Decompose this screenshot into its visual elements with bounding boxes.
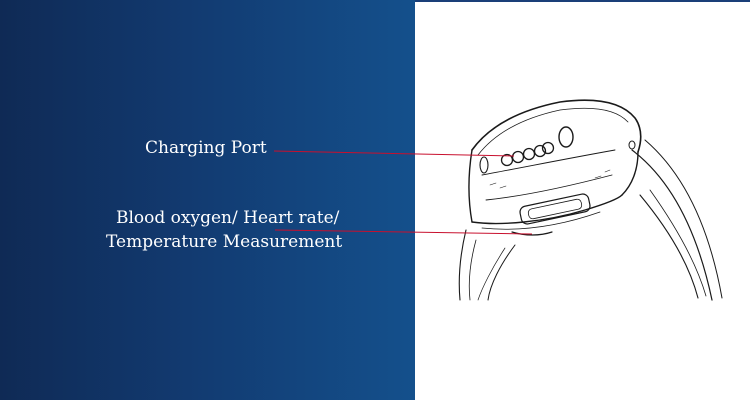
sensor-label-line1: Blood oxygen/ Heart rate/ <box>116 208 340 228</box>
wristband-sketch-icon <box>458 99 723 301</box>
charging-port-leader-line <box>273 150 515 157</box>
sensor-label-line2: Temperature Measurement <box>106 232 343 252</box>
sensor-leader-line <box>274 229 533 235</box>
white-panel <box>415 0 750 400</box>
dark-blue-panel <box>0 0 415 400</box>
top-border <box>415 0 750 2</box>
charging-port-label: Charging Port <box>145 138 267 158</box>
